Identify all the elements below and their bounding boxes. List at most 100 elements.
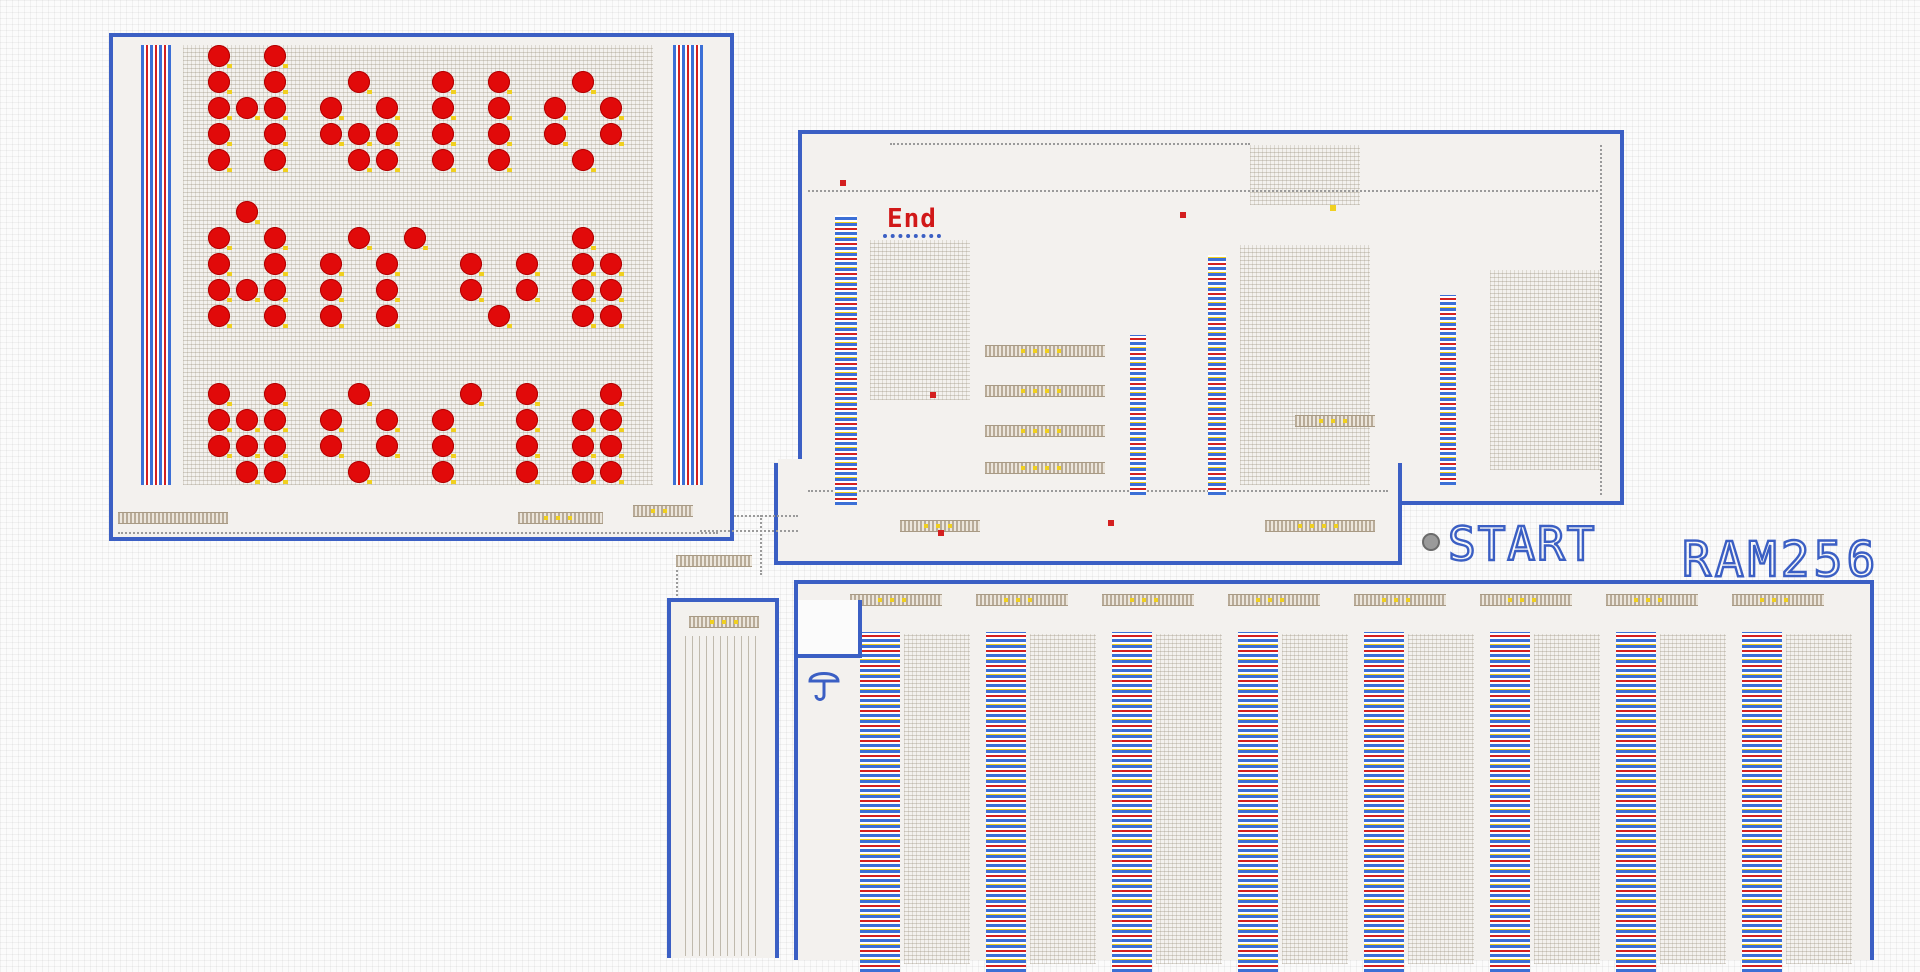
display-lamp: [572, 409, 594, 431]
cpu-logic-d: [1250, 145, 1360, 205]
cpu-bus-2: [1130, 335, 1146, 495]
ram-bank-bus: [1742, 632, 1782, 972]
svg-text:START: START: [1448, 517, 1596, 571]
display-lamp: [376, 253, 398, 275]
display-lamp: [264, 435, 286, 457]
ram-bank-cells: [1786, 634, 1852, 964]
tree-icon: [806, 665, 842, 705]
display-left-bus: [141, 45, 171, 485]
cpu-wire-4: [808, 490, 1388, 492]
ram-bank-bus: [1616, 632, 1656, 972]
display-panel: [109, 33, 734, 541]
ram-bank-cells: [1156, 634, 1222, 964]
ram-bank-bus: [986, 632, 1026, 972]
display-lamp: [208, 279, 230, 301]
display-lamp: [348, 227, 370, 249]
cpu-logic-c: [1490, 270, 1600, 470]
cpu-register-5: [1295, 415, 1375, 427]
lamp-grid: [208, 45, 648, 485]
cpu-register-3: [985, 425, 1105, 437]
ram-bank-header: [1354, 594, 1446, 606]
display-lamp: [488, 305, 510, 327]
display-lamp: [236, 201, 258, 223]
cpu-register-6: [1265, 520, 1375, 532]
ram-bank-header: [1732, 594, 1824, 606]
ram256-module: [794, 580, 1874, 960]
display-lamp: [264, 409, 286, 431]
display-lamp: [320, 123, 342, 145]
display-lamp: [432, 409, 454, 431]
display-lamp: [376, 279, 398, 301]
ram-title: RAM256: [1682, 530, 1882, 584]
display-lamp: [488, 71, 510, 93]
display-lamp: [600, 383, 622, 405]
display-lamp: [264, 45, 286, 67]
link-wire: [700, 530, 798, 532]
cpu-logic-a: [870, 240, 970, 400]
display-lamp: [320, 409, 342, 431]
display-lamp: [572, 305, 594, 327]
ram-bank-bus: [1112, 632, 1152, 972]
display-lamp: [348, 123, 370, 145]
display-bottom-bus-mid: [518, 512, 603, 524]
ram-bank-cells: [1282, 634, 1348, 964]
ram-bank-bus: [1238, 632, 1278, 972]
display-lamp: [600, 435, 622, 457]
display-lamp: [432, 435, 454, 457]
display-lamp: [264, 227, 286, 249]
display-lamp: [600, 253, 622, 275]
link-wire: [676, 570, 678, 600]
display-lamp: [376, 409, 398, 431]
cpu-signal: [930, 392, 936, 398]
display-lamp: [208, 123, 230, 145]
start-label: START: [1448, 518, 1598, 568]
link-wire: [734, 515, 798, 517]
display-lamp: [236, 409, 258, 431]
display-lamp: [404, 227, 426, 249]
display-lamp: [320, 279, 342, 301]
display-lamp: [348, 461, 370, 483]
ram-bank-header: [976, 594, 1068, 606]
cpu-signal: [840, 180, 846, 186]
display-lamp: [376, 305, 398, 327]
display-lamp: [264, 71, 286, 93]
display-lamp: [432, 149, 454, 171]
display-lamp: [264, 149, 286, 171]
display-lamp: [208, 45, 230, 67]
display-lamp: [432, 123, 454, 145]
start-button[interactable]: [1422, 533, 1440, 551]
display-lamp: [376, 97, 398, 119]
cpu-bus-1: [835, 215, 857, 505]
display-lamp: [348, 383, 370, 405]
display-lamp: [432, 97, 454, 119]
display-lamp: [208, 305, 230, 327]
display-lamp: [264, 97, 286, 119]
ram-columns: [848, 592, 1868, 964]
display-lamp: [236, 461, 258, 483]
display-lamp: [460, 383, 482, 405]
ram-bank-header: [1606, 594, 1698, 606]
side-register-lines: [685, 636, 761, 956]
display-lamp: [432, 71, 454, 93]
display-lamp: [488, 123, 510, 145]
side-register-header: [689, 616, 759, 628]
ram-bank-bus: [1490, 632, 1530, 972]
ram-bank-cells: [1030, 634, 1096, 964]
ram-bank-header: [1228, 594, 1320, 606]
display-bottom-bus-left: [118, 512, 228, 524]
ram-bank-cells: [1408, 634, 1474, 964]
display-lamp: [208, 383, 230, 405]
display-bottom-wire: [118, 532, 718, 534]
display-lamp: [236, 279, 258, 301]
display-lamp: [348, 149, 370, 171]
end-label: End: [883, 204, 941, 238]
display-lamp: [572, 279, 594, 301]
display-lamp: [600, 461, 622, 483]
display-bottom-bus-right: [633, 505, 693, 517]
display-lamp: [320, 253, 342, 275]
cpu-register-1: [985, 345, 1105, 357]
display-lamp: [236, 435, 258, 457]
display-lamp: [516, 461, 538, 483]
display-lamp: [572, 227, 594, 249]
display-lamp: [516, 435, 538, 457]
